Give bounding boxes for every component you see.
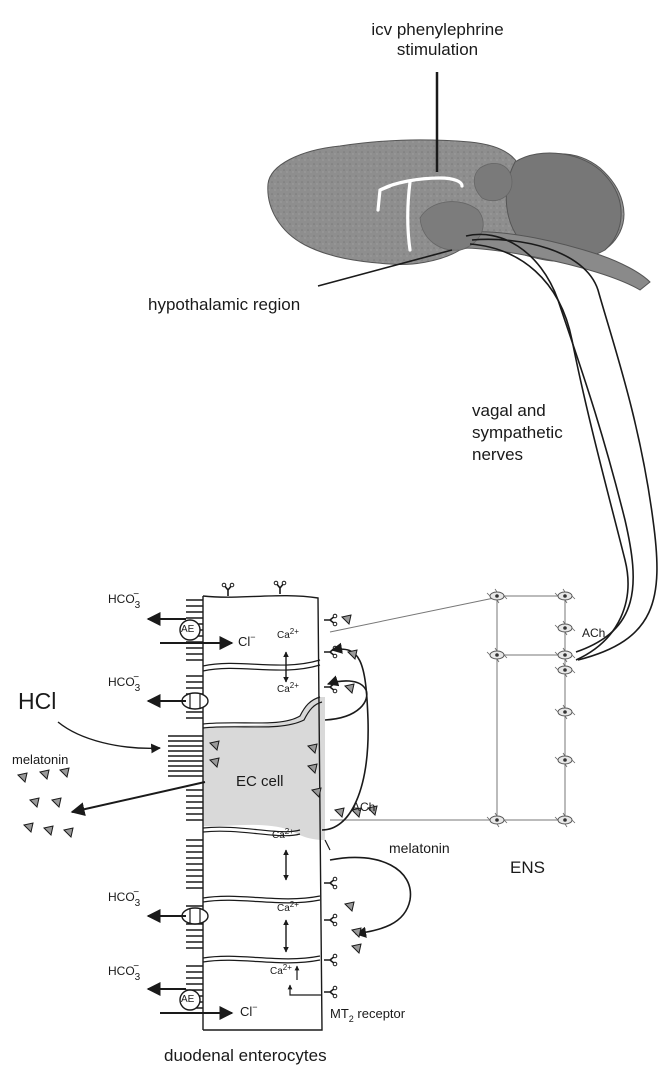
ach-label-mid: ACh xyxy=(352,800,375,814)
ae-label-bottom: AE xyxy=(181,994,194,1005)
cl-label: Cl− xyxy=(240,1004,258,1019)
melatonin-release-arrow xyxy=(72,782,205,812)
ens-network xyxy=(330,596,565,820)
hcl-arrow xyxy=(58,722,160,748)
ca-label: Ca2+ xyxy=(277,630,299,641)
ca-label: Ca2+ xyxy=(277,903,299,914)
nerves-label-line2: sympathetic xyxy=(472,422,563,444)
footer-caption: duodenal enterocytes xyxy=(164,1046,327,1066)
mt2-receptor-site xyxy=(324,986,337,998)
mt2-receptor-site xyxy=(324,614,337,626)
ens-label: ENS xyxy=(510,858,545,878)
mt2-receptor-site xyxy=(324,954,337,966)
brain-fold-2 xyxy=(474,163,512,200)
brain-illustration xyxy=(268,140,650,290)
hco3-label: HCO3− xyxy=(108,675,146,689)
ae-label-top: AE xyxy=(181,624,194,635)
stimulation-label-line1: icv phenylephrine xyxy=(330,20,545,40)
mt2-receptor-site xyxy=(324,646,337,658)
hco3-label: HCO3− xyxy=(108,964,146,978)
mt2-signal-path xyxy=(290,985,322,995)
apical-receptor xyxy=(274,581,286,594)
hcl-label: HCl xyxy=(18,688,56,715)
mt2-receptor-site xyxy=(324,914,337,926)
ens-neurons xyxy=(487,589,575,827)
mt2-receptor-site xyxy=(324,877,337,889)
stimulation-label: icv phenylephrine stimulation xyxy=(330,20,545,60)
melatonin-label-right: melatonin xyxy=(389,840,450,856)
ec-cell-region xyxy=(203,697,325,840)
ca-label: Ca2+ xyxy=(277,684,299,695)
melatonin-loop-arrow xyxy=(330,857,410,934)
cl-label: Cl− xyxy=(238,634,256,649)
ca-label: Ca2+ xyxy=(270,966,292,977)
apical-receptor xyxy=(222,583,234,596)
ec-cell-label: EC cell xyxy=(236,773,284,790)
hco3-label: HCO3− xyxy=(108,592,146,606)
nerves-label-line1: vagal and xyxy=(472,400,563,422)
nerves-label: vagal and sympathetic nerves xyxy=(472,400,563,466)
ach-label-top: ACh xyxy=(582,626,605,640)
mt2-receptor-label: MT2 receptor xyxy=(330,1006,405,1021)
brush-border xyxy=(168,600,203,1008)
melatonin-label-left: melatonin xyxy=(12,752,68,767)
ca-label: Ca2+ xyxy=(272,830,294,841)
hco3-label: HCO3− xyxy=(108,890,146,904)
hypothalamic-label: hypothalamic region xyxy=(148,295,300,315)
stimulation-label-line2: stimulation xyxy=(330,40,545,60)
nerves-label-line3: nerves xyxy=(472,444,563,466)
